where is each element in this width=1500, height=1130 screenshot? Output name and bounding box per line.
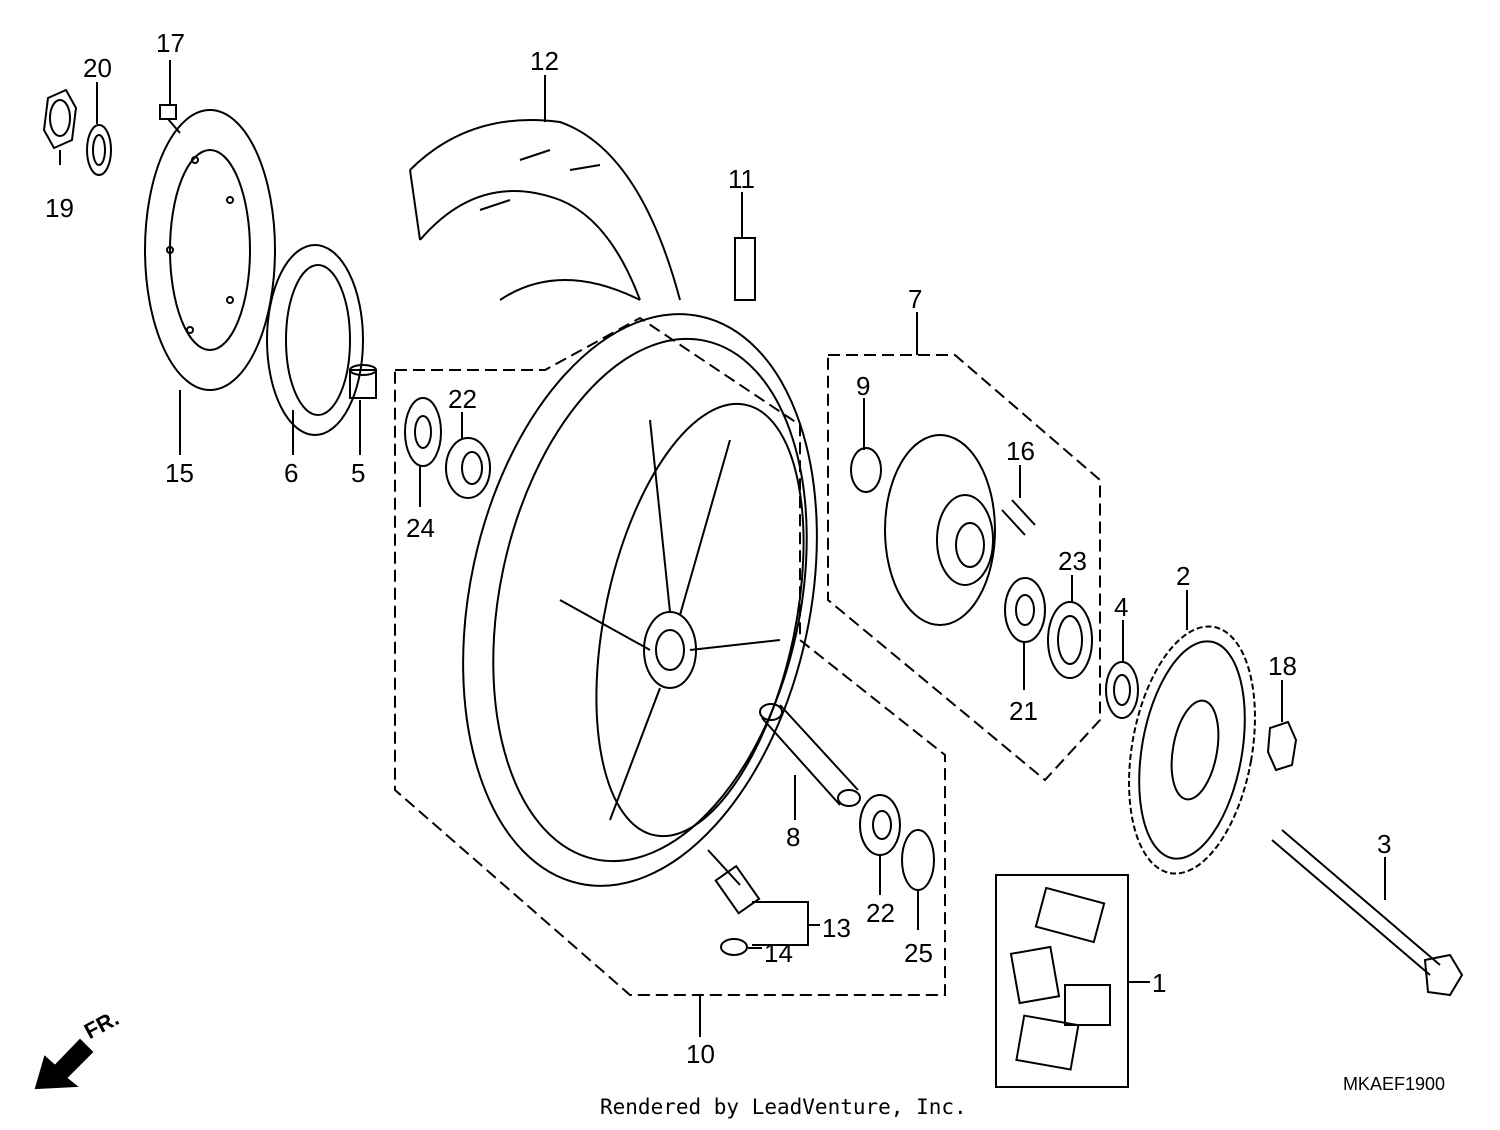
part-18-nut[interactable] — [1266, 720, 1298, 772]
callout-13[interactable]: 13 — [822, 913, 851, 943]
part-22-bearing-left[interactable] — [445, 437, 491, 499]
callout-8[interactable]: 8 — [786, 822, 800, 852]
part-14-washer[interactable] — [720, 938, 748, 956]
callout-11[interactable]: 11 — [728, 164, 755, 194]
part-9-collar[interactable] — [850, 447, 882, 493]
callout-5[interactable]: 5 — [351, 458, 365, 488]
callout-23[interactable]: 23 — [1058, 546, 1087, 576]
part-3-axle[interactable] — [1271, 829, 1464, 997]
callout-1[interactable]: 1 — [1152, 968, 1166, 998]
part-15-brake-disc[interactable] — [144, 109, 276, 391]
callout-12[interactable]: 12 — [530, 46, 559, 76]
part-20-washer[interactable] — [86, 124, 112, 176]
callout-22-right[interactable]: 22 — [866, 898, 895, 928]
callout-9[interactable]: 9 — [856, 371, 870, 401]
part-19-nut[interactable] — [42, 88, 78, 150]
callout-16[interactable]: 16 — [1006, 436, 1035, 466]
callout-20[interactable]: 20 — [83, 53, 112, 83]
callout-22-left[interactable]: 22 — [448, 384, 477, 414]
part-17-bolt[interactable] — [159, 104, 181, 134]
callout-25[interactable]: 25 — [904, 938, 933, 968]
part-22-bearing-right[interactable] — [859, 794, 901, 856]
part-6-disc-cover[interactable] — [266, 244, 364, 436]
callout-17[interactable]: 17 — [156, 28, 185, 58]
part-4-collar[interactable] — [1105, 661, 1139, 719]
front-arrow-icon — [34, 1038, 94, 1090]
callout-2[interactable]: 2 — [1176, 561, 1190, 591]
part-24-bearing[interactable] — [404, 397, 442, 467]
part-21-bearing[interactable] — [1004, 577, 1046, 643]
part-12-tire[interactable] — [409, 119, 681, 301]
part-8-spacer[interactable] — [759, 703, 861, 807]
callout-15[interactable]: 15 — [165, 458, 194, 488]
callout-3[interactable]: 3 — [1377, 829, 1391, 859]
callout-4[interactable]: 4 — [1114, 592, 1128, 622]
diagram-code: MKAEF1900 — [1342, 1074, 1445, 1094]
group-box-10 — [394, 316, 946, 996]
callout-21[interactable]: 21 — [1009, 696, 1038, 726]
part-23-seal[interactable] — [1047, 601, 1093, 679]
callout-6[interactable]: 6 — [284, 458, 298, 488]
callout-14[interactable]: 14 — [764, 938, 793, 968]
part-1-damper[interactable] — [1009, 886, 1111, 1071]
callout-7[interactable]: 7 — [908, 284, 922, 314]
render-credit: Rendered by LeadVenture, Inc. — [600, 1095, 967, 1119]
part-13-valve[interactable] — [707, 849, 761, 915]
callout-18[interactable]: 18 — [1268, 651, 1297, 681]
group-box-7 — [827, 354, 1101, 782]
part-11-balance-weight[interactable] — [734, 237, 756, 301]
callout-19[interactable]: 19 — [45, 193, 74, 223]
part-10-wheel[interactable] — [413, 281, 866, 919]
part-25-circlip[interactable] — [901, 829, 935, 891]
part-5-collar[interactable] — [349, 364, 377, 399]
callout-numbers: 1 2 3 4 5 6 7 8 9 10 11 12 13 14 15 16 1… — [45, 28, 1391, 1069]
part-2-sprocket[interactable] — [1111, 616, 1273, 883]
part-16-stud[interactable] — [1001, 499, 1036, 536]
callout-24[interactable]: 24 — [406, 513, 435, 543]
part-7-hub[interactable] — [884, 434, 996, 626]
leader-lines — [59, 60, 1386, 1037]
callout-10[interactable]: 10 — [686, 1039, 715, 1069]
